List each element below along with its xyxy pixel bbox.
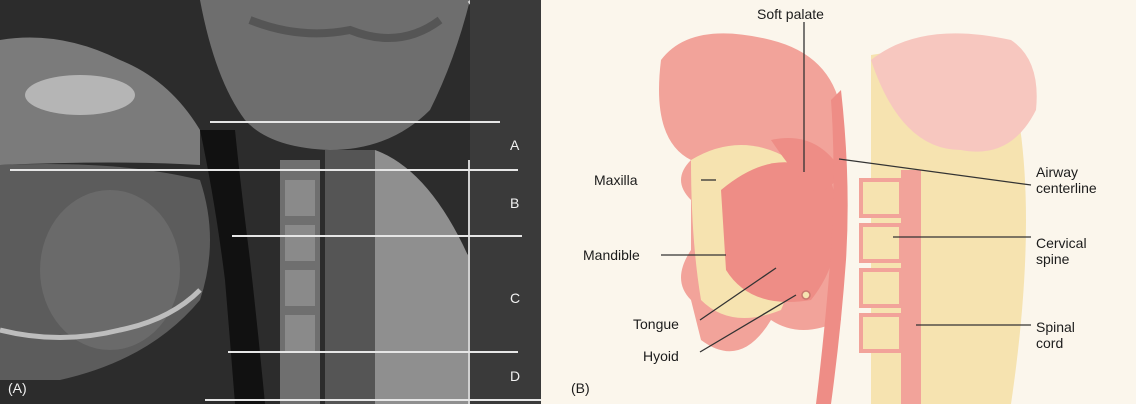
- label-mandible: Mandible: [583, 247, 640, 263]
- level-label-a: A: [510, 137, 519, 153]
- diagram-panel: Soft palate Maxilla Airway centerline Ma…: [541, 0, 1136, 404]
- panel-b-label: (B): [571, 380, 590, 396]
- level-label-b: B: [510, 195, 519, 211]
- mri-panel: A B C D (A): [0, 0, 541, 404]
- label-maxilla: Maxilla: [594, 172, 638, 188]
- label-airway-centerline: Airway centerline: [1036, 164, 1097, 196]
- label-tongue: Tongue: [633, 316, 679, 332]
- label-spinal-cord: Spinal cord: [1036, 319, 1075, 351]
- panel-a-label: (A): [8, 380, 27, 396]
- level-label-d: D: [510, 368, 520, 384]
- label-cervical-spine: Cervical spine: [1036, 235, 1087, 267]
- label-hyoid: Hyoid: [643, 348, 679, 364]
- mri-image: [0, 0, 541, 404]
- label-soft-palate: Soft palate: [757, 6, 824, 22]
- level-label-c: C: [510, 290, 520, 306]
